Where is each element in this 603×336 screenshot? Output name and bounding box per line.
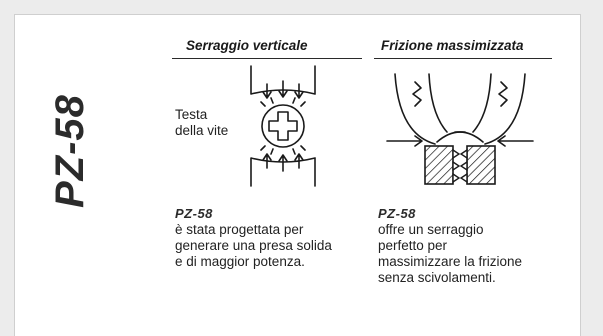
sub-brand-left: PZ-58 — [175, 206, 213, 221]
description-left: è stata progettata per generare una pres… — [175, 222, 332, 269]
heading-vertical-clamp: Serraggio verticale — [186, 38, 308, 53]
heading-rule-left — [172, 58, 362, 59]
screw-head-vertical-clamp-icon — [250, 65, 316, 187]
sub-brand-right: PZ-58 — [378, 206, 416, 221]
jaw-grip-friction-icon — [386, 73, 534, 185]
description-right: offre un serraggio perfetto per massimiz… — [378, 222, 523, 285]
heading-max-friction: Frizione massimizzata — [381, 38, 524, 53]
heading-rule-right — [374, 58, 552, 59]
screw-head-label: Testa della vite — [175, 107, 229, 138]
brand-vertical-logo: PZ-58 — [48, 94, 92, 208]
